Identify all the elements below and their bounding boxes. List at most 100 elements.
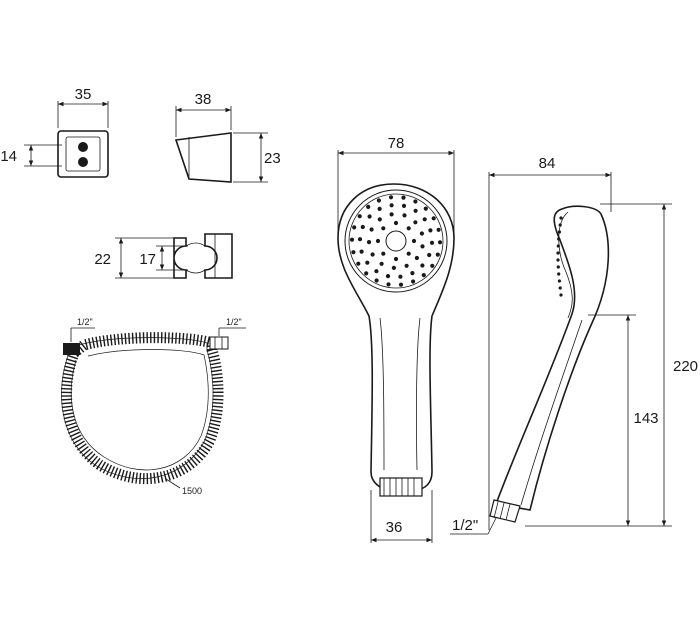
side-nozzle-dot bbox=[559, 216, 563, 220]
nozzle-dot bbox=[357, 214, 362, 219]
nozzle-dot bbox=[377, 206, 382, 211]
nozzle-dot bbox=[370, 252, 375, 257]
hose-thread-left: 1/2" bbox=[77, 317, 93, 327]
nozzle-dot bbox=[421, 273, 426, 278]
shower-side-thread-label: 1/2" bbox=[452, 517, 478, 534]
nozzle-dot bbox=[427, 252, 432, 258]
nozzle-dot bbox=[351, 250, 356, 255]
nozzle-dot bbox=[414, 255, 419, 261]
nozzle-dot bbox=[413, 208, 418, 213]
hose-nut-right bbox=[209, 336, 229, 350]
nozzle-dot bbox=[423, 206, 428, 211]
nozzle-dot bbox=[375, 238, 381, 244]
nozzle-dot bbox=[366, 240, 372, 245]
nozzle-dot bbox=[364, 271, 369, 276]
side-nozzle-dot bbox=[558, 223, 562, 227]
side-nozzle-dot bbox=[557, 279, 562, 283]
nozzle-dot bbox=[366, 204, 371, 209]
nozzle-dot bbox=[381, 251, 386, 256]
nozzle-dot bbox=[389, 212, 394, 217]
side-nozzle-dot bbox=[556, 265, 560, 269]
nozzle-dot bbox=[413, 220, 418, 225]
nozzle-dot bbox=[398, 282, 404, 287]
side-nozzle-dot bbox=[556, 244, 560, 248]
nozzle-dot bbox=[377, 217, 382, 222]
nozzle-dot bbox=[437, 240, 443, 245]
nozzle-dot bbox=[360, 224, 365, 230]
nozzle-dot bbox=[381, 226, 386, 231]
side-nozzle-dot bbox=[557, 272, 561, 276]
nozzle-dot bbox=[398, 274, 403, 279]
nozzle-dot bbox=[352, 225, 357, 230]
nozzle-dot bbox=[430, 263, 435, 268]
nozzle-dot bbox=[369, 227, 374, 232]
screw-hole-lower bbox=[78, 157, 88, 167]
dim-holder-width: 35 bbox=[75, 86, 92, 103]
nozzle-dot bbox=[420, 263, 425, 268]
hose-coil-outline-inner bbox=[70, 349, 209, 471]
nozzle-dot bbox=[413, 199, 418, 204]
side-nozzle-dot bbox=[556, 258, 560, 262]
hose-length: 1500 bbox=[182, 486, 202, 496]
nozzle-dot bbox=[419, 231, 424, 236]
nozzle-dot bbox=[386, 282, 391, 287]
nozzle-dot bbox=[388, 195, 394, 200]
shower-side-body bbox=[494, 205, 610, 511]
screw-hole-upper bbox=[78, 142, 88, 152]
side-nozzle-dot bbox=[557, 230, 562, 234]
shower-face-center bbox=[385, 230, 407, 252]
shower-side-view: 84 220 143 1/2" bbox=[450, 155, 698, 535]
side-nozzle-dot bbox=[558, 286, 562, 290]
shower-side-thread bbox=[489, 499, 521, 523]
dim-shower-length: 220 bbox=[673, 358, 698, 375]
nozzle-dot bbox=[393, 220, 399, 226]
nozzle-dot bbox=[411, 238, 417, 244]
holder-clip-view: 22 17 bbox=[94, 233, 233, 279]
nozzle-dot bbox=[365, 260, 370, 265]
dim-shower-neck: 36 bbox=[386, 519, 403, 536]
hose-coil-ribs bbox=[61, 332, 224, 485]
holder-top-inner bbox=[65, 136, 101, 172]
clip-left-jaw bbox=[173, 237, 187, 279]
side-nozzle-dot bbox=[559, 293, 563, 297]
dim-shower-depth: 84 bbox=[539, 155, 556, 172]
dim-shower-grip: 143 bbox=[633, 410, 658, 427]
nozzle-dot bbox=[411, 279, 416, 284]
nozzle-dot bbox=[359, 249, 364, 254]
side-nozzle-dot bbox=[556, 251, 560, 255]
nozzle-dot bbox=[379, 261, 384, 266]
nozzle-dot bbox=[374, 269, 379, 274]
shower-front-thread bbox=[379, 477, 423, 497]
hose-nut-left bbox=[63, 343, 80, 355]
nozzle-dot bbox=[428, 228, 433, 233]
dim-holder-side-width: 38 bbox=[195, 91, 212, 108]
nozzle-dot bbox=[391, 265, 396, 270]
side-nozzle-dot bbox=[557, 237, 561, 241]
nozzle-dot bbox=[393, 256, 399, 262]
shower-face-inner bbox=[348, 193, 444, 289]
holder-top-view: 35 14 bbox=[0, 86, 109, 178]
nozzle-dot bbox=[376, 198, 381, 203]
nozzle-dot bbox=[431, 216, 436, 221]
hose-coil-outline-outer bbox=[61, 337, 214, 479]
holder-side-view: 38 23 bbox=[174, 91, 281, 183]
holder-side-body bbox=[174, 132, 232, 183]
shower-side-nozzles bbox=[556, 216, 563, 297]
nozzle-dot bbox=[410, 271, 415, 276]
nozzle-dot bbox=[356, 261, 361, 266]
nozzle-dot bbox=[357, 237, 363, 242]
nozzle-dot bbox=[385, 274, 391, 279]
nozzle-dot bbox=[435, 252, 440, 257]
nozzle-dot bbox=[401, 195, 406, 200]
shower-front-view: 78 36 bbox=[337, 135, 455, 543]
dim-shower-width: 78 bbox=[388, 135, 405, 152]
hose-thread-right: 1/2" bbox=[226, 317, 242, 327]
nozzle-dot bbox=[406, 251, 411, 256]
clip-right-body bbox=[204, 233, 233, 279]
hose-view: 1/2" 1/2" 1500 bbox=[61, 317, 246, 496]
nozzle-dot bbox=[402, 213, 407, 218]
nozzle-dot bbox=[420, 244, 425, 249]
shower-face-outer bbox=[344, 189, 448, 293]
